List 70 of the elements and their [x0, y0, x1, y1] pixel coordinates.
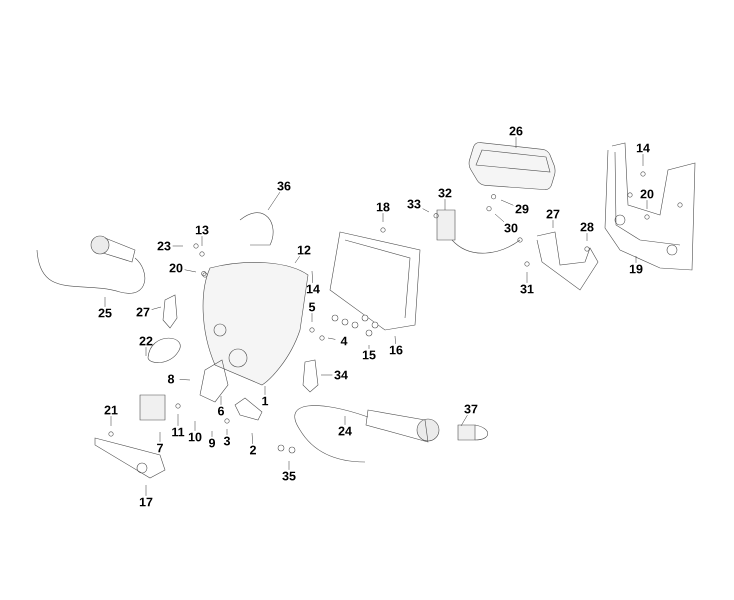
callout-number: 31: [520, 284, 534, 294]
callout-number: 11: [172, 428, 184, 436]
callout-number: 17: [140, 498, 152, 506]
leader-line: [110, 416, 112, 426]
leader-line: [268, 192, 280, 210]
leader-line: [460, 414, 468, 426]
leader-line: [344, 416, 346, 426]
leader-line: [422, 208, 430, 212]
callout-number: 21: [104, 406, 118, 414]
callout-number: 12: [298, 246, 310, 254]
callout-number: 33: [407, 200, 420, 208]
callout-number: 2: [250, 446, 256, 454]
callout-number: 9: [208, 438, 215, 448]
leader-line: [288, 460, 290, 470]
leader-line: [179, 379, 190, 380]
callout-number: 13: [196, 226, 208, 234]
leader-line: [646, 200, 648, 210]
callout-number: 37: [464, 404, 478, 414]
callout-number: 24: [338, 426, 352, 436]
callout-number: 5: [308, 302, 316, 312]
callout-number: 23: [158, 242, 170, 250]
callout-number: 6: [218, 406, 224, 416]
leader-line: [368, 344, 370, 350]
leader-line: [500, 200, 514, 206]
callout-number: 26: [510, 126, 522, 136]
leader-line: [312, 270, 313, 284]
callout-number: 14: [306, 284, 320, 294]
callout-number: 36: [277, 182, 290, 190]
leader-line: [642, 154, 644, 166]
leader-line: [394, 336, 396, 344]
callout-number: 20: [640, 190, 654, 198]
leader-line: [320, 374, 333, 376]
leader-line: [526, 272, 528, 284]
leader-line: [252, 432, 253, 444]
leader-line: [444, 198, 446, 210]
callout-number: 32: [438, 188, 452, 198]
callout-number: 7: [157, 444, 163, 452]
callout-number: 28: [580, 222, 594, 232]
callout-number: 4: [340, 336, 348, 346]
callout-number: 29: [516, 204, 528, 214]
callout-number: 22: [140, 336, 152, 346]
callout-number: 16: [390, 346, 402, 354]
callout-number: 35: [282, 472, 296, 480]
leader-line: [184, 269, 196, 272]
callout-number: 27: [546, 210, 560, 218]
leader-line: [104, 296, 106, 308]
leader-line: [552, 220, 554, 228]
leader-line: [151, 306, 162, 310]
callout-number: 3: [224, 436, 230, 446]
callout-number: 20: [170, 264, 182, 272]
callout-number: 10: [188, 432, 202, 442]
leader-line: [294, 256, 300, 264]
callout-number: 1: [262, 396, 268, 406]
callout-number: 18: [376, 202, 390, 212]
callout-number: 25: [98, 308, 112, 318]
leader-line: [220, 396, 222, 406]
leader-line: [226, 428, 228, 436]
callout-number: 19: [630, 264, 642, 274]
callout-number: 34: [334, 370, 348, 380]
leader-line: [586, 232, 588, 242]
callout-number: 27: [136, 308, 150, 316]
callout-number: 15: [362, 350, 376, 360]
leader-line: [382, 212, 384, 222]
leader-line: [494, 214, 504, 222]
callout-number: 8: [168, 374, 174, 384]
callout-number: 30: [504, 224, 518, 232]
leader-line: [264, 386, 266, 396]
leader-line: [328, 338, 336, 340]
leader-line: [194, 420, 196, 432]
callout-number: 14: [636, 144, 650, 152]
